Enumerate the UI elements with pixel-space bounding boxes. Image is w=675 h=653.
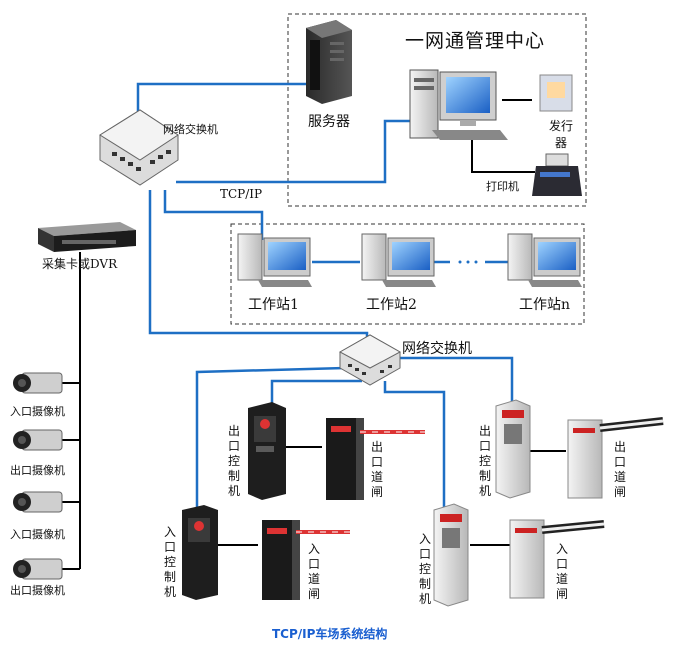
camera-4-label: 出口摄像机	[10, 584, 65, 597]
workstation-box	[230, 223, 585, 325]
issuer-label: 发行器	[548, 119, 573, 150]
dvr-label: 采集卡或DVR	[42, 257, 118, 271]
network-links	[136, 82, 514, 508]
exit-gate-black	[326, 418, 425, 500]
issuer-device	[539, 74, 573, 112]
dots	[458, 260, 478, 264]
camera-1-label: 入口摄像机	[10, 405, 65, 418]
exit-gate-label-2: 出口道闸	[613, 440, 626, 499]
server-label: 服务器	[308, 114, 350, 130]
printer-device	[532, 153, 582, 196]
workstation-1-device	[237, 233, 312, 287]
camera-4-device	[13, 558, 63, 580]
switch-bottom-label: 网络交换机	[402, 341, 472, 357]
workstation-2-label: 工作站2	[366, 297, 417, 313]
entry-gate-label-1: 入口道闸	[307, 542, 320, 601]
entry-controller-white	[433, 503, 469, 607]
workstation-n-label: 工作站n	[519, 297, 571, 313]
exit-gate-white	[567, 417, 664, 499]
printer-label: 打印机	[486, 180, 519, 193]
camera-2-device	[13, 429, 63, 451]
workstation-2-device	[361, 233, 436, 287]
exit-controller-label-2: 出口控制机	[478, 424, 491, 498]
camera-1-device	[13, 372, 63, 394]
exit-controller-label-1: 出口控制机	[227, 424, 240, 498]
exit-controller-black	[248, 402, 286, 500]
center-title: 一网通管理中心	[405, 30, 546, 52]
exit-controller-white	[495, 399, 531, 499]
entry-controller-label-2: 入口控制机	[418, 532, 431, 606]
tcpip-label: TCP/IP	[220, 187, 263, 201]
diagram-caption: TCP/IP车场系统结构	[272, 627, 388, 641]
management-center-box	[287, 13, 587, 207]
entry-gate-white	[509, 519, 605, 599]
dvr-device	[38, 222, 136, 252]
switch-top-device	[99, 109, 179, 186]
switch-bottom-device	[338, 334, 402, 386]
entry-controller-black	[182, 505, 218, 600]
entry-gate-black	[262, 520, 350, 600]
exit-gate-label-1: 出口道闸	[370, 440, 383, 499]
server-device	[306, 20, 352, 104]
camera-3-label: 入口摄像机	[10, 528, 65, 541]
camera-3-device	[13, 491, 63, 513]
management-pc	[409, 69, 508, 140]
switch-top-label: 网络交换机	[163, 123, 218, 136]
entry-controller-label-1: 入口控制机	[163, 525, 176, 599]
workstation-n-device	[507, 233, 582, 287]
camera-2-label: 出口摄像机	[10, 464, 65, 477]
workstation-1-label: 工作站1	[248, 297, 299, 313]
entry-gate-label-2: 入口道闸	[555, 542, 568, 601]
black-cables	[60, 99, 566, 570]
